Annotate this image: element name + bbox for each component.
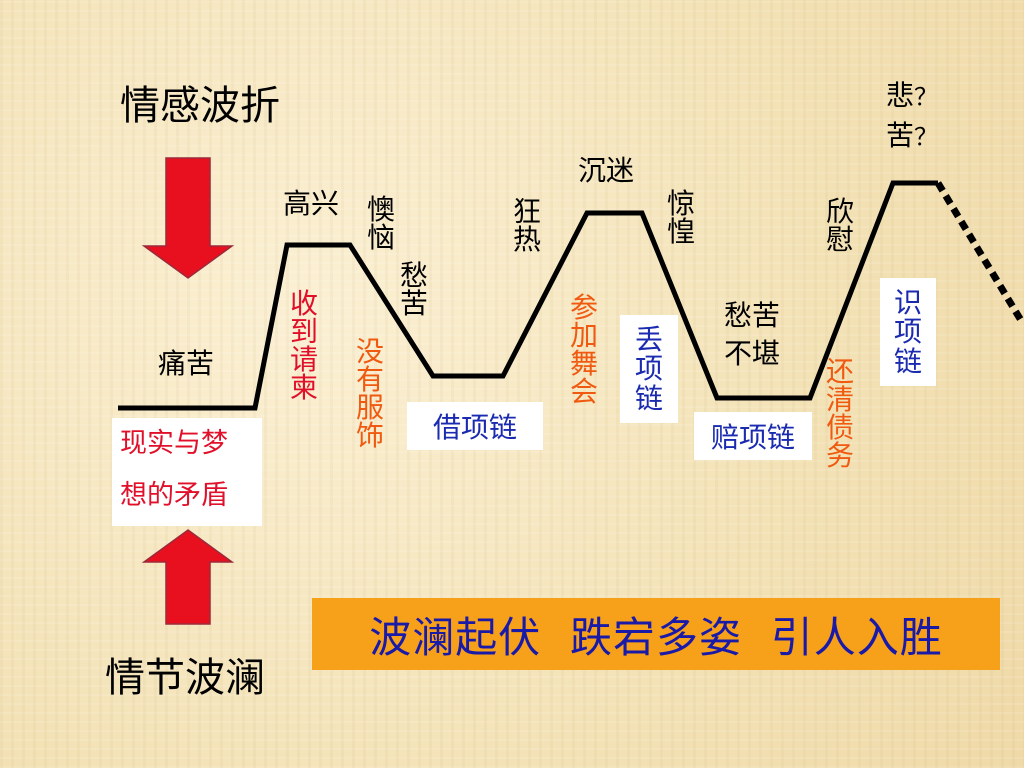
vertical-char: 还 [826,355,855,388]
vertical-char: 热 [513,223,542,256]
vertical-char: 务 [826,439,855,472]
vertical-char: 加 [570,319,599,352]
emotion-ku-char: 苦 [886,119,915,152]
summary-banner-text: 波澜起伏 跌宕多姿 引人入胜 [369,612,943,662]
vertical-char: 欣 [826,195,855,228]
event-jie-xianglian: 借项链 [432,411,517,444]
vertical-char: 懊 [367,193,396,226]
vertical-char: 舞 [570,347,599,380]
vertical-char: 惊 [667,187,696,220]
emotion-ku: 苦？ [886,122,938,150]
vertical-char: 愁 [400,259,429,292]
emotion-bei: 悲？ [886,82,938,110]
event-jie-xianglian-box: 借项链 [407,402,543,450]
event-pei-xianglian-box: 赔项链 [694,412,812,460]
emotion-chouku-bukan-1: 愁苦 [724,299,781,332]
event-shoudao-qingjian: 收 到 请 柬 [290,290,318,402]
emotion-chenmi: 沉迷 [578,154,635,187]
vertical-char: 识 [893,285,922,319]
vertical-char: 丢 [634,322,663,356]
emotion-jinghuang: 惊 惶 [667,190,695,246]
vertical-char: 项 [634,352,663,386]
up-arrow-icon [141,529,235,625]
vertical-char: 惶 [667,215,696,248]
vertical-char: 有 [356,363,385,396]
vertical-char: 清 [826,383,855,416]
emotion-ku-question: ？ [914,123,939,151]
emotion-bei-char: 悲 [886,79,915,112]
vertical-char: 参 [570,291,599,324]
left-contradiction-box: 现实与梦 想的矛盾 [112,418,262,526]
vertical-char: 债 [826,411,855,444]
top-title: 情感波折 [120,83,280,129]
vertical-char: 链 [634,381,663,415]
vertical-char: 收 [290,287,319,320]
emotion-bei-question: ？ [914,83,939,111]
emotion-chouku-1: 愁 苦 [400,262,428,318]
emotion-tongku: 痛苦 [158,347,215,380]
event-huanqing-zhaiwu: 还 清 债 务 [826,358,854,470]
down-arrow-icon [141,157,235,279]
event-pei-xianglian: 赔项链 [710,421,795,454]
left-box-line1: 现实与梦 [120,428,228,459]
vertical-char: 狂 [513,195,542,228]
event-meiyou-fushi: 没 有 服 饰 [356,338,384,450]
emotion-chouku-bukan-2: 不堪 [724,337,781,370]
emotion-kuangre: 狂 热 [513,198,541,254]
plot-curve-dotted-tail [935,181,1024,324]
emotion-aonao: 懊 恼 [367,196,395,252]
vertical-char: 苦 [400,287,429,320]
plot-curve [118,180,938,411]
vertical-char: 项 [893,315,922,349]
emotion-gaoxing: 高兴 [283,187,340,220]
event-diu-xianglian-box: 丢 项 链 [620,315,678,423]
vertical-char: 饰 [356,419,385,452]
vertical-char: 链 [893,344,922,378]
emotion-xinwei: 欣 慰 [826,198,854,254]
vertical-char: 没 [356,335,385,368]
vertical-char: 柬 [290,371,319,404]
vertical-char: 会 [570,375,599,408]
bottom-title: 情节波澜 [105,655,265,701]
vertical-char: 到 [290,315,319,348]
vertical-char: 服 [356,391,385,424]
vertical-char: 慰 [826,223,855,256]
left-box-line2: 想的矛盾 [120,480,228,511]
vertical-char: 请 [290,343,319,376]
vertical-char: 恼 [367,221,396,254]
event-shi-xianglian-box: 识 项 链 [880,278,936,386]
summary-banner: 波澜起伏 跌宕多姿 引人入胜 [312,598,1000,670]
event-canjia-wuhui: 参 加 舞 会 [570,294,598,406]
